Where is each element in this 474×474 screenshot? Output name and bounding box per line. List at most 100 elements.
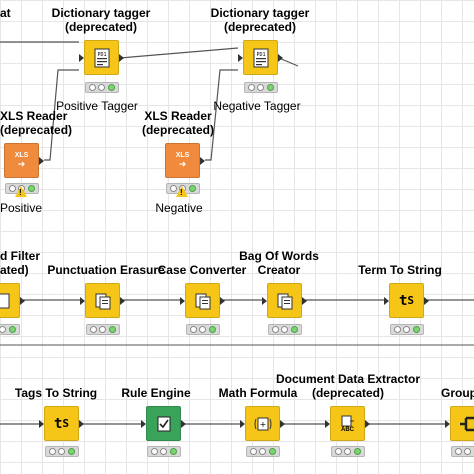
input-port[interactable] [180, 297, 185, 305]
status-light-green [266, 84, 274, 91]
input-port[interactable] [39, 420, 44, 428]
output-port[interactable] [280, 420, 285, 428]
rule-engine-node[interactable] [141, 406, 186, 441]
partial-node-title: at [0, 6, 11, 20]
rule-engine-status [147, 446, 181, 457]
dict-tagger-pos-title-1: Dictionary tagger [51, 6, 151, 20]
output-port[interactable] [278, 54, 283, 62]
punctuation-erasure-node[interactable] [80, 283, 125, 318]
input-port[interactable] [141, 420, 146, 428]
formula-icon: + [246, 407, 279, 440]
document-data-extractor-node[interactable]: ABC [325, 406, 370, 441]
checklist-icon [147, 407, 180, 440]
output-port[interactable] [39, 157, 44, 165]
tags-to-string-title: Tags To String [14, 386, 98, 400]
status-light-yellow [98, 84, 106, 91]
status-light-yellow [403, 326, 411, 333]
math-formula-node[interactable]: + [240, 406, 285, 441]
output-port[interactable] [79, 420, 84, 428]
wire-pos-tagger-to-neg-tagger [119, 47, 239, 59]
output-port[interactable] [119, 54, 124, 62]
dict-tagger-neg-status [244, 82, 278, 93]
output-port[interactable] [365, 420, 370, 428]
dict-tagger-pos-node[interactable]: PD1 [79, 40, 124, 75]
status-light-red [272, 326, 280, 333]
status-light-red [394, 326, 402, 333]
dict-tagger-neg-node[interactable]: PD1 [238, 40, 283, 75]
case-converter-title: Case Converter [157, 263, 247, 277]
status-light-green [353, 448, 361, 455]
output-port[interactable] [220, 297, 225, 305]
dict-tagger-pos-caption[interactable]: Positive Tagger [56, 99, 138, 113]
input-port[interactable] [238, 54, 243, 62]
dictionary-icon: PD1 [85, 41, 118, 74]
warning-icon[interactable]: ! [15, 186, 27, 197]
string-icon-text: S [407, 294, 415, 307]
xls-icon-text: XLS [175, 151, 190, 159]
output-port[interactable] [20, 297, 25, 305]
arrow-icon: ➜ [17, 158, 26, 169]
xls-neg-title-1: XLS Reader [144, 109, 212, 123]
punctuation-erasure-status [86, 324, 120, 335]
xls-neg-title-2: (deprecated) [141, 123, 215, 137]
status-light-green [108, 326, 116, 333]
status-light-yellow [199, 326, 207, 333]
bow-title-2: Creator [257, 263, 301, 277]
term-to-string-status [390, 324, 424, 335]
status-light-green [268, 448, 276, 455]
input-port[interactable] [80, 297, 85, 305]
output-port[interactable] [120, 297, 125, 305]
status-light-green [67, 448, 75, 455]
xls-icon-text: XLS [14, 151, 29, 159]
status-light-green [107, 84, 115, 91]
xls-file-icon: XLS ➜ [166, 144, 199, 177]
status-light-green [208, 326, 216, 333]
tags-to-string-status [45, 446, 79, 457]
groupby-node[interactable] [445, 406, 474, 441]
dict-tagger-pos-title-2: (deprecated) [64, 20, 138, 34]
status-light-green [169, 448, 177, 455]
abc-icon-text: ABC [341, 426, 354, 433]
output-port[interactable] [181, 420, 186, 428]
arrow-icon: ➜ [178, 158, 187, 169]
dict-tagger-neg-title-2: (deprecated) [223, 20, 297, 34]
status-light-red [335, 448, 343, 455]
input-port[interactable] [445, 420, 450, 428]
status-light-yellow [344, 448, 352, 455]
doc-extractor-title-2: (deprecated) [311, 386, 385, 400]
document-icon [86, 284, 119, 317]
dict-tagger-neg-caption[interactable]: Negative Tagger [213, 99, 301, 113]
wire-xls-pos-to-pos-tagger [44, 69, 79, 161]
input-port[interactable] [240, 420, 245, 428]
status-light-yellow [281, 326, 289, 333]
xls-reader-neg-caption[interactable]: Negative [155, 201, 203, 215]
group-icon [451, 407, 474, 440]
rule-engine-title: Rule Engine [121, 386, 191, 400]
input-port[interactable] [325, 420, 330, 428]
status-light-red [151, 448, 159, 455]
xls-reader-pos-node[interactable]: XLS ➜ [4, 143, 44, 178]
status-light-red [90, 326, 98, 333]
input-port[interactable] [384, 297, 389, 305]
status-light-red [89, 84, 97, 91]
input-port[interactable] [262, 297, 267, 305]
case-converter-node[interactable] [180, 283, 225, 318]
status-light-red [49, 448, 57, 455]
bag-of-words-node[interactable] [262, 283, 307, 318]
status-light-yellow [464, 448, 472, 455]
document-extract-icon: ABC [331, 407, 364, 440]
output-port[interactable] [424, 297, 429, 305]
output-port[interactable] [200, 157, 205, 165]
xls-reader-pos-caption[interactable]: Positive [0, 201, 43, 215]
warning-icon[interactable]: ! [176, 186, 188, 197]
xls-reader-neg-node[interactable]: XLS ➜ [165, 143, 205, 178]
string-icon-text: S [62, 417, 70, 430]
word-filter-node[interactable] [0, 283, 25, 318]
word-filter-title-1: d Filter [0, 249, 41, 263]
input-port[interactable] [79, 54, 84, 62]
output-port[interactable] [302, 297, 307, 305]
